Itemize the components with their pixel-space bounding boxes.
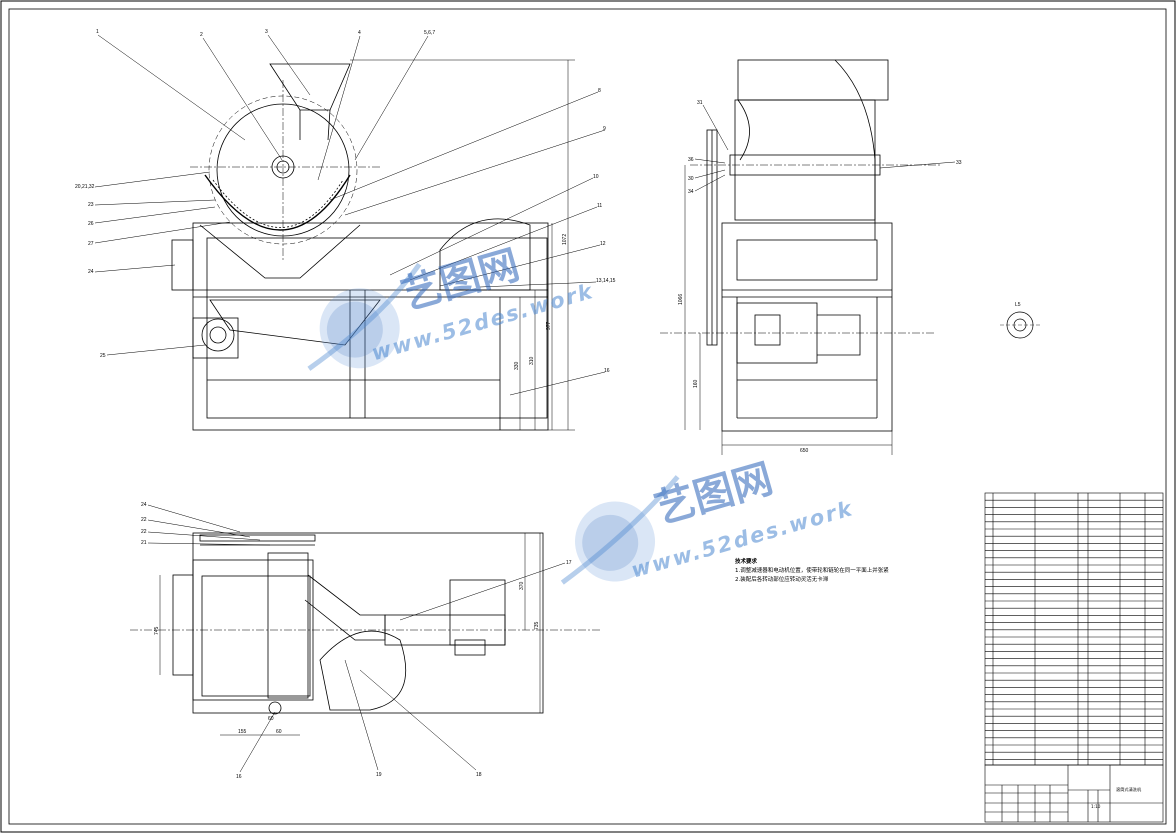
front-balloon-labels: 1 2 3 4 5,6,7 8 9 10 11 12 13,14,15 16 2… [75,29,616,374]
dimension-text: 1072 [562,234,568,245]
balloon-label: 22 [141,517,147,523]
dimension-text: 735 [534,621,540,630]
side-balloon-labels: 31 30 36 34 33 L5 [688,100,1021,308]
balloon-label: 10 [593,174,599,180]
front-view [171,59,575,431]
side-leaders [694,104,956,192]
balloon-label: 25 [100,353,106,359]
balloon-label: 2 [200,32,203,38]
dimension-text: 330 [514,361,520,370]
balloon-label: 34 [688,189,694,195]
balloon-label: 13,14,15 [596,278,616,284]
tech-req-title: 技术要求 [735,557,758,565]
top-leaders [147,504,566,773]
dimension-text: 370 [519,581,525,590]
balloon-label: 11 [597,203,602,209]
side-detail [1000,311,1040,339]
balloon-label: 16 [236,774,242,780]
balloon-label: 1 [96,29,99,35]
dimension-text: 745 [154,626,160,635]
scale-value: 1:10 [1091,804,1101,809]
balloon-label: 24 [88,269,94,275]
dimension-text: 650 [800,448,809,454]
dimension-text: 155 [238,729,247,735]
balloon-label: 16 [604,368,610,374]
technical-requirements: 技术要求 1.调整减速器和电动机位置，使带轮和链轮在同一平面上并张紧 2.装配后… [735,557,889,583]
balloon-label: 3 [265,29,268,35]
drawing-title: 滚筒式清洗机 [1116,786,1142,793]
dimension-text: 60 [268,716,274,722]
balloon-label: 9 [603,126,606,132]
tech-req-line: 2.装配后各转动部位应转动灵活无卡滞 [735,575,829,583]
top-dimensions: 370 735 745 155 60 60 [154,581,540,735]
top-view [130,532,600,736]
top-balloon-labels: 24 22 22 21 17 18 19 16 [141,502,572,780]
title-block [984,764,1164,823]
balloon-label: 12 [600,241,606,247]
dimension-text: 160 [693,379,699,388]
balloon-label: 30 [688,176,694,182]
balloon-label: 31 [697,100,703,106]
balloon-label: 18 [476,772,482,778]
balloon-label: 33 [956,160,962,166]
balloon-label: 23 [88,202,94,208]
dimension-text: 60 [276,729,282,735]
parts-list [984,492,1164,766]
balloon-label: 36 [688,157,694,163]
balloon-label: 20,21,32 [75,184,95,190]
balloon-label: 8 [598,88,601,94]
side-dimensions: 1066 160 650 [678,294,809,454]
dimension-text: 310 [529,356,535,365]
dimension-text: 1066 [678,294,684,305]
dimension-text: 977 [546,321,552,330]
balloon-label: 4 [358,30,361,36]
balloon-label: 27 [88,241,94,247]
front-leaders [94,34,606,396]
balloon-label: L5 [1015,302,1021,308]
inner-border [8,8,1167,825]
balloon-label: 21 [141,540,147,546]
balloon-label: 26 [88,221,94,227]
tech-req-line: 1.调整减速器和电动机位置，使带轮和链轮在同一平面上并张紧 [735,566,889,574]
balloon-label: 19 [376,772,382,778]
balloon-label: 5,6,7 [424,30,435,36]
front-dimensions: 1072 977 310 330 [514,234,568,370]
balloon-label: 22 [141,529,147,535]
side-view [660,59,940,455]
balloon-label: 17 [566,560,572,566]
balloon-label: 24 [141,502,147,508]
